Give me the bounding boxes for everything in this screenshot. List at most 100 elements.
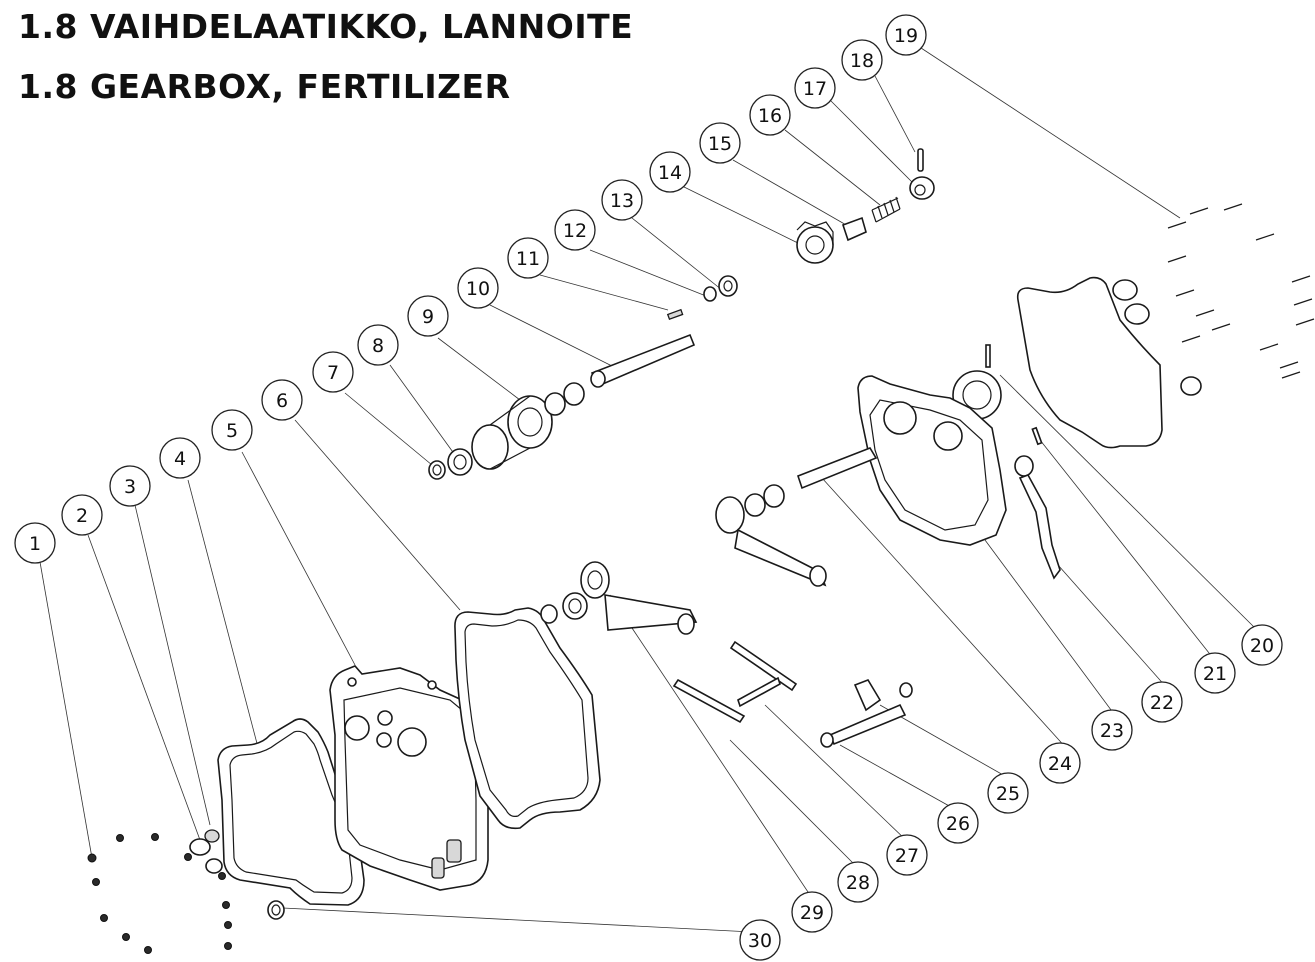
callout-26: 26	[937, 802, 979, 844]
page-title-english: 1.8 GEARBOX, FERTILIZER	[18, 67, 511, 106]
part-30-plug	[267, 900, 285, 920]
leader-28	[729, 739, 861, 871]
callout-circle	[159, 437, 201, 479]
callout-9: 9	[407, 295, 449, 337]
callout-circle	[507, 237, 549, 279]
callout-number: 30	[748, 930, 772, 952]
part-21-22-lever	[1014, 426, 1061, 580]
leader-19	[917, 45, 1181, 219]
leader-lines	[39, 45, 1256, 933]
leader-8	[389, 364, 456, 456]
leader-21	[1039, 439, 1214, 659]
callout-number: 27	[895, 845, 919, 867]
callout-2: 2	[61, 494, 103, 536]
leader-27	[764, 704, 909, 843]
callout-number: 1	[29, 533, 41, 555]
leader-18	[874, 75, 916, 153]
callout-number: 12	[563, 220, 587, 242]
leader-9	[437, 337, 521, 401]
callout-11: 11	[507, 237, 549, 279]
part-4-gasket	[217, 718, 365, 906]
callout-number: 4	[174, 448, 186, 470]
callout-number: 24	[1048, 753, 1072, 775]
callout-circle	[794, 67, 836, 109]
part-18-pin	[917, 148, 924, 172]
callout-circle	[837, 861, 879, 903]
part-6-gasket	[454, 607, 601, 830]
part-24-shaft-arm-upper	[715, 447, 878, 587]
part-gasket-rear	[1016, 276, 1202, 449]
leader-10	[489, 304, 621, 371]
callout-20: 20	[1241, 624, 1283, 666]
callout-circle	[61, 494, 103, 536]
leader-1	[39, 561, 93, 859]
callout-21: 21	[1194, 652, 1236, 694]
callout-number: 25	[996, 783, 1020, 805]
part-2-3-plugs	[189, 829, 223, 874]
callout-15: 15	[699, 122, 741, 164]
callout-17: 17	[794, 67, 836, 109]
callout-circle	[699, 122, 741, 164]
callout-circle	[739, 919, 781, 961]
leader-25	[879, 704, 1013, 781]
callout-25: 25	[987, 772, 1029, 814]
callout-circle	[457, 267, 499, 309]
leader-17	[829, 99, 913, 183]
callout-number: 21	[1203, 663, 1227, 685]
part-7-8-bearings	[428, 448, 588, 624]
callout-number: 6	[276, 390, 288, 412]
callout-8: 8	[357, 324, 399, 366]
callout-circle	[649, 151, 691, 193]
callout-number: 19	[894, 25, 918, 47]
part-16-spring	[871, 196, 901, 223]
callout-circle	[407, 295, 449, 337]
callout-circle	[937, 802, 979, 844]
leader-29	[609, 594, 813, 899]
callout-12: 12	[554, 209, 596, 251]
callout-circle	[1194, 652, 1236, 694]
callout-27: 27	[886, 834, 928, 876]
part-10-shaft	[544, 308, 696, 416]
callout-circle	[14, 522, 56, 564]
part-29-arm-lower	[580, 561, 698, 635]
callout-number: 23	[1100, 720, 1124, 742]
callout-number: 2	[76, 505, 88, 527]
part-25-26-shifter	[820, 679, 913, 748]
callout-number: 7	[327, 362, 339, 384]
leader-15	[732, 159, 849, 227]
part-15-sleeve	[841, 216, 867, 242]
callout-23: 23	[1091, 709, 1133, 751]
leader-22	[1057, 564, 1168, 689]
callout-number: 15	[708, 133, 732, 155]
callout-number: 29	[800, 902, 824, 924]
callout-circle	[1241, 624, 1283, 666]
leader-26	[839, 744, 961, 813]
callout-number: 14	[658, 162, 682, 184]
part-14-sprocket	[796, 221, 834, 264]
callout-14: 14	[649, 151, 691, 193]
leader-23	[984, 539, 1118, 719]
leader-2	[87, 534, 201, 841]
callout-circle	[554, 209, 596, 251]
leader-4	[187, 479, 261, 756]
callout-19: 19	[885, 14, 927, 56]
leader-3	[134, 504, 211, 826]
callout-number: 28	[846, 872, 870, 894]
callout-3: 3	[109, 465, 151, 507]
leader-24	[821, 477, 1069, 751]
callout-number: 20	[1250, 635, 1274, 657]
callout-6: 6	[261, 379, 303, 421]
callout-30: 30	[739, 919, 781, 961]
callout-circle	[109, 465, 151, 507]
leader-14	[679, 184, 809, 249]
callout-16: 16	[749, 94, 791, 136]
leader-20	[999, 374, 1256, 629]
callout-10: 10	[457, 267, 499, 309]
callout-29: 29	[791, 891, 833, 933]
callout-number: 13	[610, 190, 634, 212]
leader-11	[539, 274, 669, 311]
callout-number: 3	[124, 476, 136, 498]
part-5-gearbox-cover	[329, 665, 489, 891]
callout-28: 28	[837, 861, 879, 903]
